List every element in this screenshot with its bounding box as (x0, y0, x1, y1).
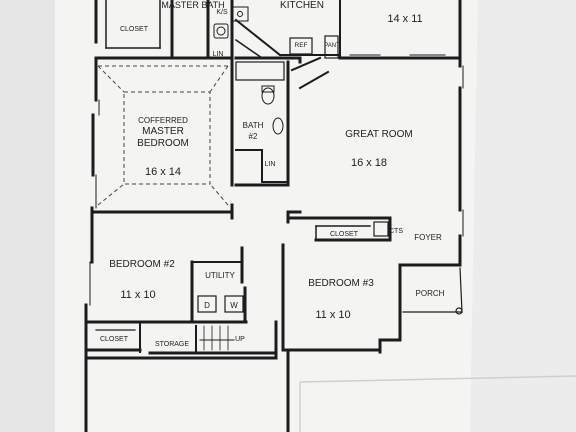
great-room-size: 16 x 18 (351, 157, 387, 169)
ks-label: K/S (216, 9, 228, 16)
washer-label: W (230, 301, 238, 310)
dryer-label: D (204, 301, 210, 310)
up-label: UP (235, 336, 245, 343)
under-sheet (470, 0, 576, 432)
bedroom3-label: BEDROOM #3 (308, 278, 374, 289)
foyer-label: FOYER (414, 233, 442, 242)
pant-label: PANT (324, 43, 340, 49)
porch-label: PORCH (416, 289, 445, 298)
master-line1: COFFERRED (138, 116, 188, 125)
master-line2: MASTER (142, 126, 184, 137)
utility-label: UTILITY (205, 271, 235, 280)
lin-mid-label: LIN (265, 161, 276, 168)
fixtures (213, 6, 284, 135)
tray-ceiling (97, 65, 229, 206)
bath2-line2: #2 (249, 132, 258, 141)
kitchen-label: KITCHEN (280, 0, 324, 11)
master-line3: BEDROOM (137, 138, 189, 149)
closet-mid-label: CLOSET (330, 231, 359, 238)
master-size: 16 x 14 (145, 166, 181, 178)
bath2-line1: BATH (243, 121, 264, 130)
paper-sheet (55, 0, 478, 432)
master-bath-label: MASTER BATH (161, 0, 224, 10)
bedroom3-size: 11 x 10 (315, 309, 350, 321)
bedroom2-label: BEDROOM #2 (109, 259, 175, 270)
walls (84, 0, 464, 432)
room-labels: MASTER BATH KITCHEN 14 x 11 CLOSET LIN K… (100, 0, 445, 348)
cts-label: CTS (389, 228, 403, 235)
dining-size: 14 x 11 (387, 13, 422, 25)
storage-label: STORAGE (155, 341, 189, 348)
closet-low-label: CLOSET (100, 336, 129, 343)
great-room-label: GREAT ROOM (345, 129, 412, 140)
ref-label: REF (295, 42, 308, 49)
lin-top-label: LIN (213, 51, 224, 58)
bedroom2-size: 11 x 10 (120, 289, 155, 301)
closet-top-label: CLOSET (120, 26, 149, 33)
